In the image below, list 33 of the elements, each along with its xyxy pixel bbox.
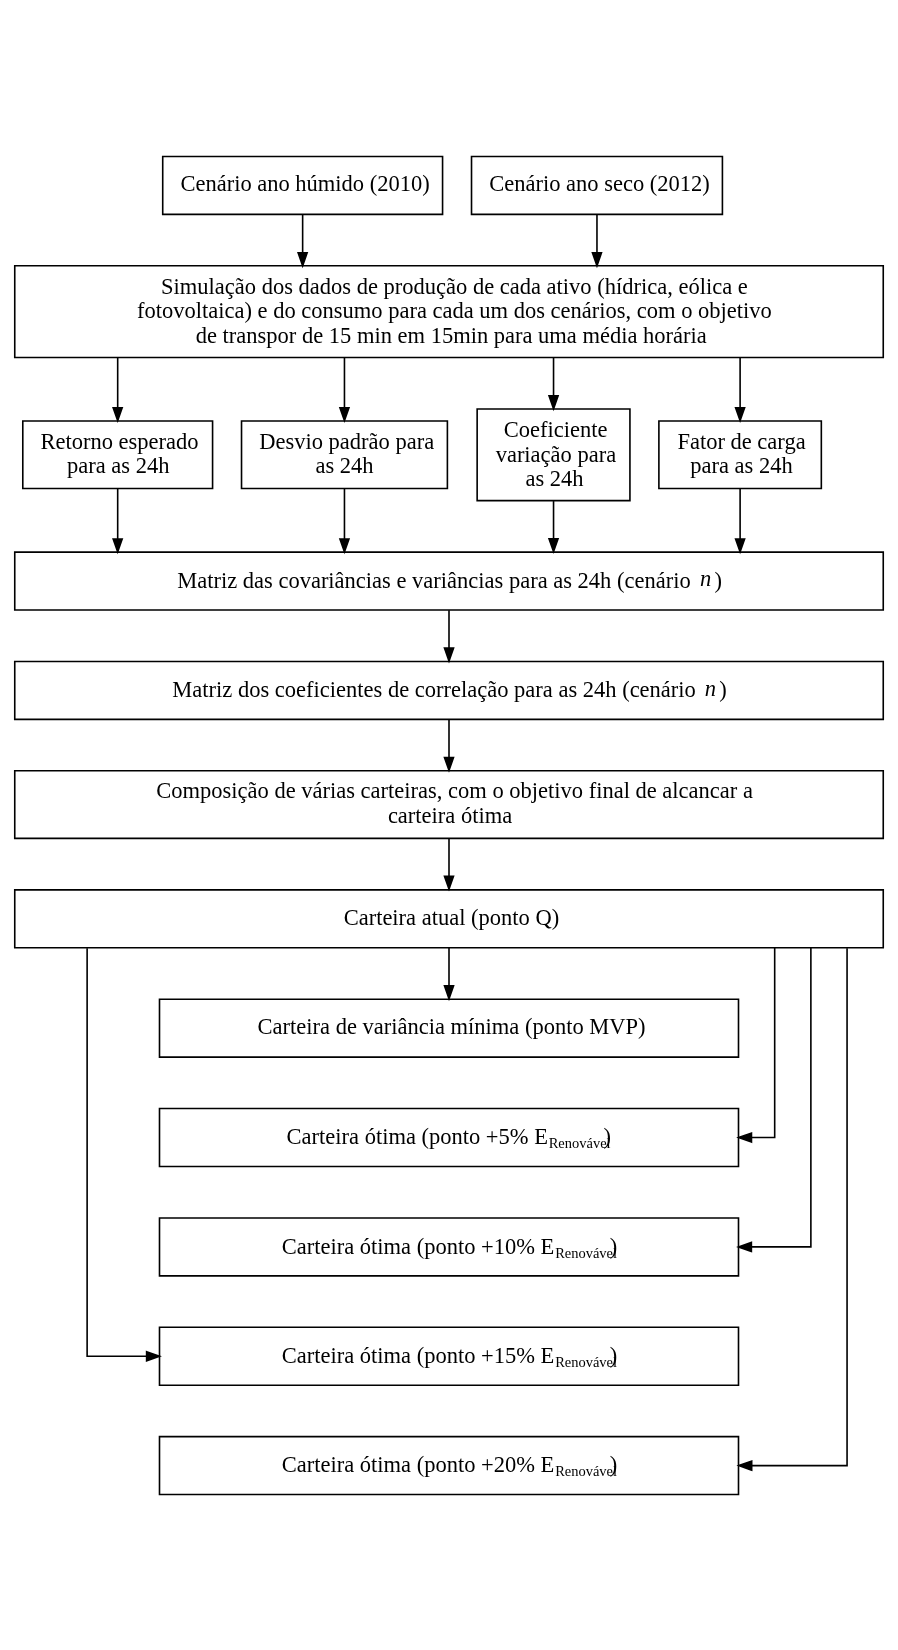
arrow [547,499,560,554]
arrow [443,718,455,773]
arrow [443,609,455,663]
arrow [734,356,746,423]
arrow [443,946,455,1001]
node-box: Simulação dos dados de produção de cada ativo (hídrica, eólica e fotovoltaica) e do consumo para cada um dos cenários, com o objetivo de transpor de 15 min em 15min para uma média horária [13,264,885,358]
arrow [736,946,812,1253]
arrow [86,946,162,1362]
node-box: Coeficiente variação para as 24h [476,407,631,501]
arrow [736,946,848,1471]
node-box: Carteira de variância mínima (ponto MVP) [158,997,740,1058]
arrow [591,213,603,268]
node-box: Desvio padrão para as 24h [240,419,449,489]
arrow [112,487,124,554]
arrow [338,487,351,554]
node-box: Carteira ótima (ponto +10% E$_{Renovável}$) [158,1216,740,1277]
node-box: Matriz dos coeficientes de correlação para as 24h (cenário n) [13,660,885,720]
arrow [734,487,746,554]
arrow [297,213,309,268]
node-box: Cenário ano húmido (2010) [161,155,444,215]
node-box: Carteira atual (ponto Q) [13,888,885,949]
node-box: Composição de várias carteiras, com o objetivo final de alcancar a carteira ótima [13,769,885,839]
node-box: Carteira ótima (ponto +15% E$_{Renovável}$) [158,1326,740,1386]
node-box: Retorno esperado para as 24h [22,419,214,489]
arrow [443,837,455,892]
arrow [547,356,560,411]
node-box: Matriz das covariâncias e variâncias para as 24h (cenário n) [13,550,885,611]
arrow [338,356,351,423]
arrow [112,356,124,423]
node-box: Fator de carga para as 24h [658,419,823,489]
node-box: Carteira ótima (ponto +20% E$_{Renovável}$) [158,1435,740,1495]
node-box: Cenário ano seco (2012) [470,155,724,215]
arrow [736,946,776,1143]
